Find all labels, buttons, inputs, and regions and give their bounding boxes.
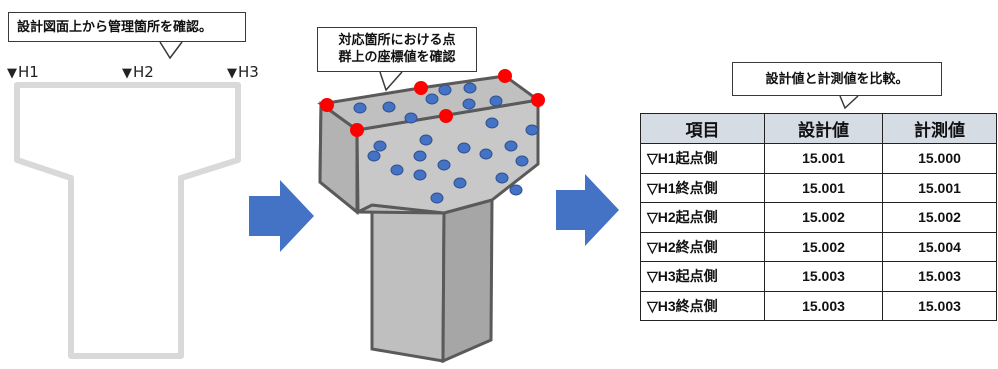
cell-item: ▽H1起点側 [640,143,765,174]
comparison-table: 項目 設計値 計測値 ▽H1起点側 15.001 15.000 ▽H1終点側 1… [640,113,997,321]
level-marker-h2: ▼H2 [122,63,154,81]
point [463,82,477,94]
point [498,69,512,83]
red-points [320,69,545,137]
point [479,148,493,160]
callout-right-text: 設計値と計測値を比較。 [765,72,909,87]
point [462,98,476,110]
point [413,150,427,162]
cell-item: ▽H3起点側 [640,261,765,292]
flow-arrow-1 [249,180,314,252]
cell-measured: 15.003 [882,290,997,321]
point [485,117,499,129]
level-marker-h1: ▼H1 [7,63,39,81]
point [453,177,467,189]
flow-arrow-2 [556,174,619,246]
pier-column-side [441,198,494,364]
cell-item: ▽H3終点側 [640,290,765,321]
callout-mid-line2: 群上の座標値を確認 [338,50,456,65]
point [320,98,334,112]
point [439,109,453,123]
callout-left-text: 設計図面上から管理箇所を確認。 [17,20,213,35]
header-measured-value: 計測値 [882,113,997,144]
point [425,93,439,105]
callout-right-tail [839,95,859,110]
point [489,95,503,107]
callout-mid-line1: 対応箇所における点 [338,33,456,48]
level-marker-h3: ▼H3 [227,63,259,81]
callout-check-point-cloud: 対応箇所における点 群上の座標値を確認 [317,27,477,72]
cell-item: ▽H1終点側 [640,172,765,203]
callout-left-tail [159,41,183,60]
point [350,123,364,137]
table-row: ▽H3起点側 15.003 15.003 [640,261,997,292]
point [509,184,523,196]
cell-design: 15.003 [764,290,883,321]
point [382,101,396,113]
pier-cap-left-face [318,101,359,216]
callout-check-design-drawing: 設計図面上から管理箇所を確認。 [8,12,246,42]
point [419,134,433,146]
point [515,155,529,167]
point [373,140,387,152]
level-label-h3: H3 [238,63,259,81]
point [404,112,418,124]
level-triangle-icon: ▼ [122,66,132,81]
cell-design: 15.002 [764,202,883,233]
cell-measured: 15.000 [882,143,997,174]
table-header-row: 項目 設計値 計測値 [640,113,997,144]
cell-design: 15.001 [764,172,883,203]
point [457,142,471,154]
point [504,140,518,152]
header-design-value: 設計値 [764,113,883,144]
level-label-h2: H2 [133,63,154,81]
point [437,159,451,171]
cell-measured: 15.002 [882,202,997,233]
table-row: ▽H2終点側 15.002 15.004 [640,231,997,262]
cell-design: 15.003 [764,261,883,292]
point [413,169,427,181]
level-triangle-icon: ▼ [227,66,237,81]
point [353,102,367,114]
callout-compare-values: 設計値と計測値を比較。 [732,62,942,96]
cell-measured: 15.001 [882,172,997,203]
cell-item: ▽H2終点側 [640,231,765,262]
point [390,164,404,176]
table-row: ▽H2起点側 15.002 15.002 [640,202,997,233]
pier-column-front [370,203,446,363]
table-row: ▽H3終点側 15.003 15.003 [640,290,997,321]
cell-design: 15.001 [764,143,883,174]
cell-measured: 15.003 [882,261,997,292]
table-row: ▽H1起点側 15.001 15.000 [640,143,997,174]
table-row: ▽H1終点側 15.001 15.001 [640,172,997,203]
point [414,81,428,95]
point [367,150,381,162]
design-drawing-outline [14,82,241,359]
point-cloud-pier [317,69,545,364]
cell-measured: 15.004 [882,231,997,262]
level-triangle-icon: ▼ [7,66,17,81]
point [438,84,452,96]
point [495,172,509,184]
point [525,124,539,136]
callout-mid-tail [379,71,403,92]
cell-design: 15.002 [764,231,883,262]
cell-item: ▽H2起点側 [640,202,765,233]
point [531,93,545,107]
point [430,192,444,204]
blue-points [353,82,539,204]
level-label-h1: H1 [18,63,39,81]
header-item: 項目 [640,113,765,144]
